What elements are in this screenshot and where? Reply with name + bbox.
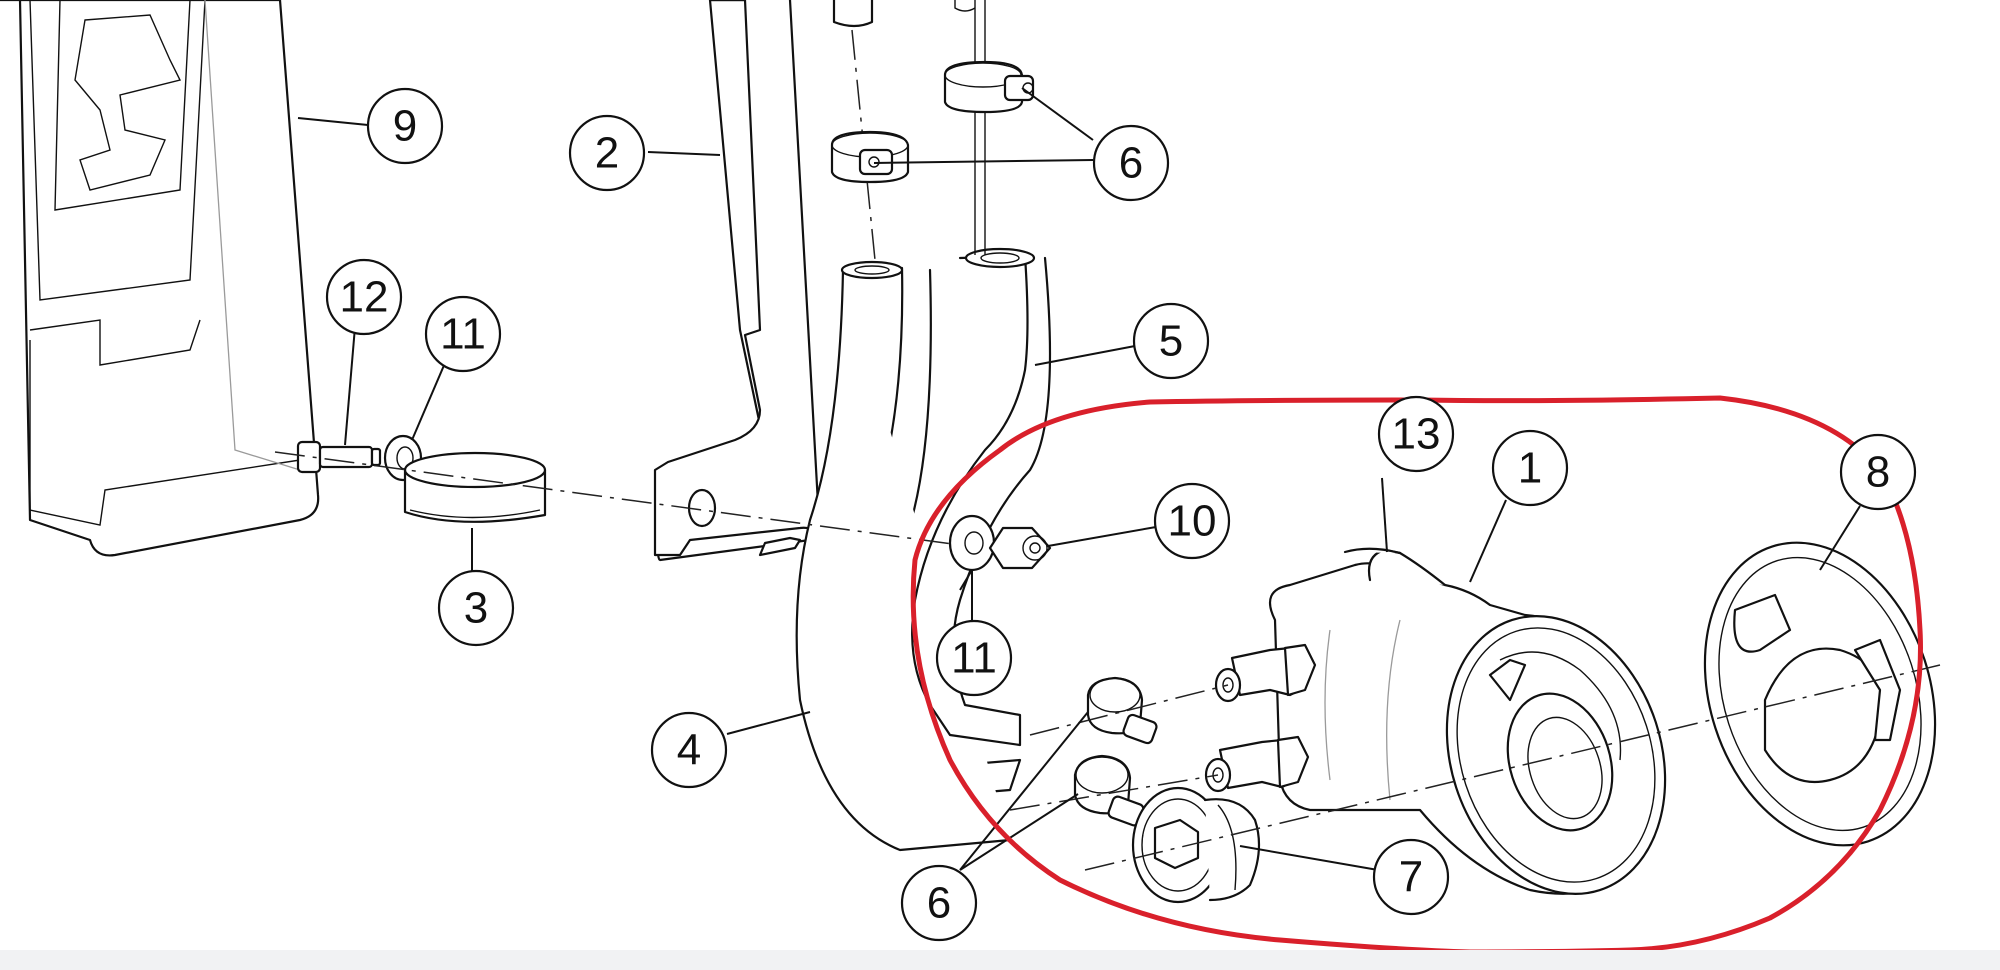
part-9-panel	[0, 0, 320, 557]
red-highlight-outline	[910, 395, 1923, 955]
callout-1: 1	[1491, 429, 1569, 507]
callout-label-6-top: 6	[1119, 139, 1143, 188]
callout-label-5: 5	[1159, 317, 1183, 366]
callout-4: 4	[650, 711, 728, 789]
callout-5: 5	[1132, 302, 1210, 380]
callout-6-top: 6	[1092, 124, 1170, 202]
callout-label-13: 13	[1392, 410, 1441, 459]
centerline-barb-upper	[1029, 684, 1229, 736]
callout-label-8: 8	[1866, 448, 1890, 497]
callout-label-11-mid: 11	[951, 634, 997, 683]
part-11-washer-mid	[948, 514, 996, 572]
centerline-left	[274, 451, 961, 546]
hose-barb-lower	[1204, 735, 1310, 793]
callout-13: 13	[1377, 395, 1455, 473]
callout-6-bottom: 6	[900, 864, 978, 942]
part-3-band	[403, 451, 547, 523]
callout-label-2: 2	[595, 129, 619, 178]
callout-3: 3	[437, 569, 515, 647]
callout-12: 12	[325, 258, 403, 336]
page-bottom-strip	[0, 950, 2000, 970]
callout-11-mid: 11	[935, 619, 1013, 697]
callout-label-9: 9	[393, 102, 417, 151]
tube-fittings-top	[832, 0, 986, 261]
callout-label-4: 4	[677, 726, 701, 775]
part-12-bolt	[296, 440, 382, 474]
callout-11-left: 11	[424, 295, 502, 373]
part-2-bracket	[653, 0, 822, 562]
callout-label-11-left: 11	[440, 310, 486, 359]
part-6-clamp-bottom-1	[1086, 676, 1158, 745]
callout-label-6-bottom: 6	[927, 879, 951, 928]
part-7-plug	[1131, 786, 1261, 904]
callout-2: 2	[568, 114, 646, 192]
part-6-clamp-bottom-2	[1073, 754, 1145, 827]
callout-9: 9	[366, 87, 444, 165]
leader-lines	[297, 87, 1861, 871]
callout-10: 10	[1153, 482, 1231, 560]
callout-label-7: 7	[1399, 853, 1423, 902]
callout-label-3: 3	[464, 584, 488, 633]
callout-label-10: 10	[1168, 497, 1217, 546]
callout-label-1: 1	[1518, 444, 1542, 493]
callout-label-12: 12	[340, 273, 389, 322]
callout-8: 8	[1839, 433, 1917, 511]
centerline-housing	[1084, 664, 1941, 871]
part-6-clamp-top-1	[943, 60, 1035, 114]
part-1-housing	[1268, 547, 1667, 895]
part-6-clamp-top-2	[830, 130, 910, 184]
part-10-nut	[988, 526, 1052, 570]
centerline-barb-lower	[1009, 774, 1219, 811]
callout-7: 7	[1372, 838, 1450, 916]
